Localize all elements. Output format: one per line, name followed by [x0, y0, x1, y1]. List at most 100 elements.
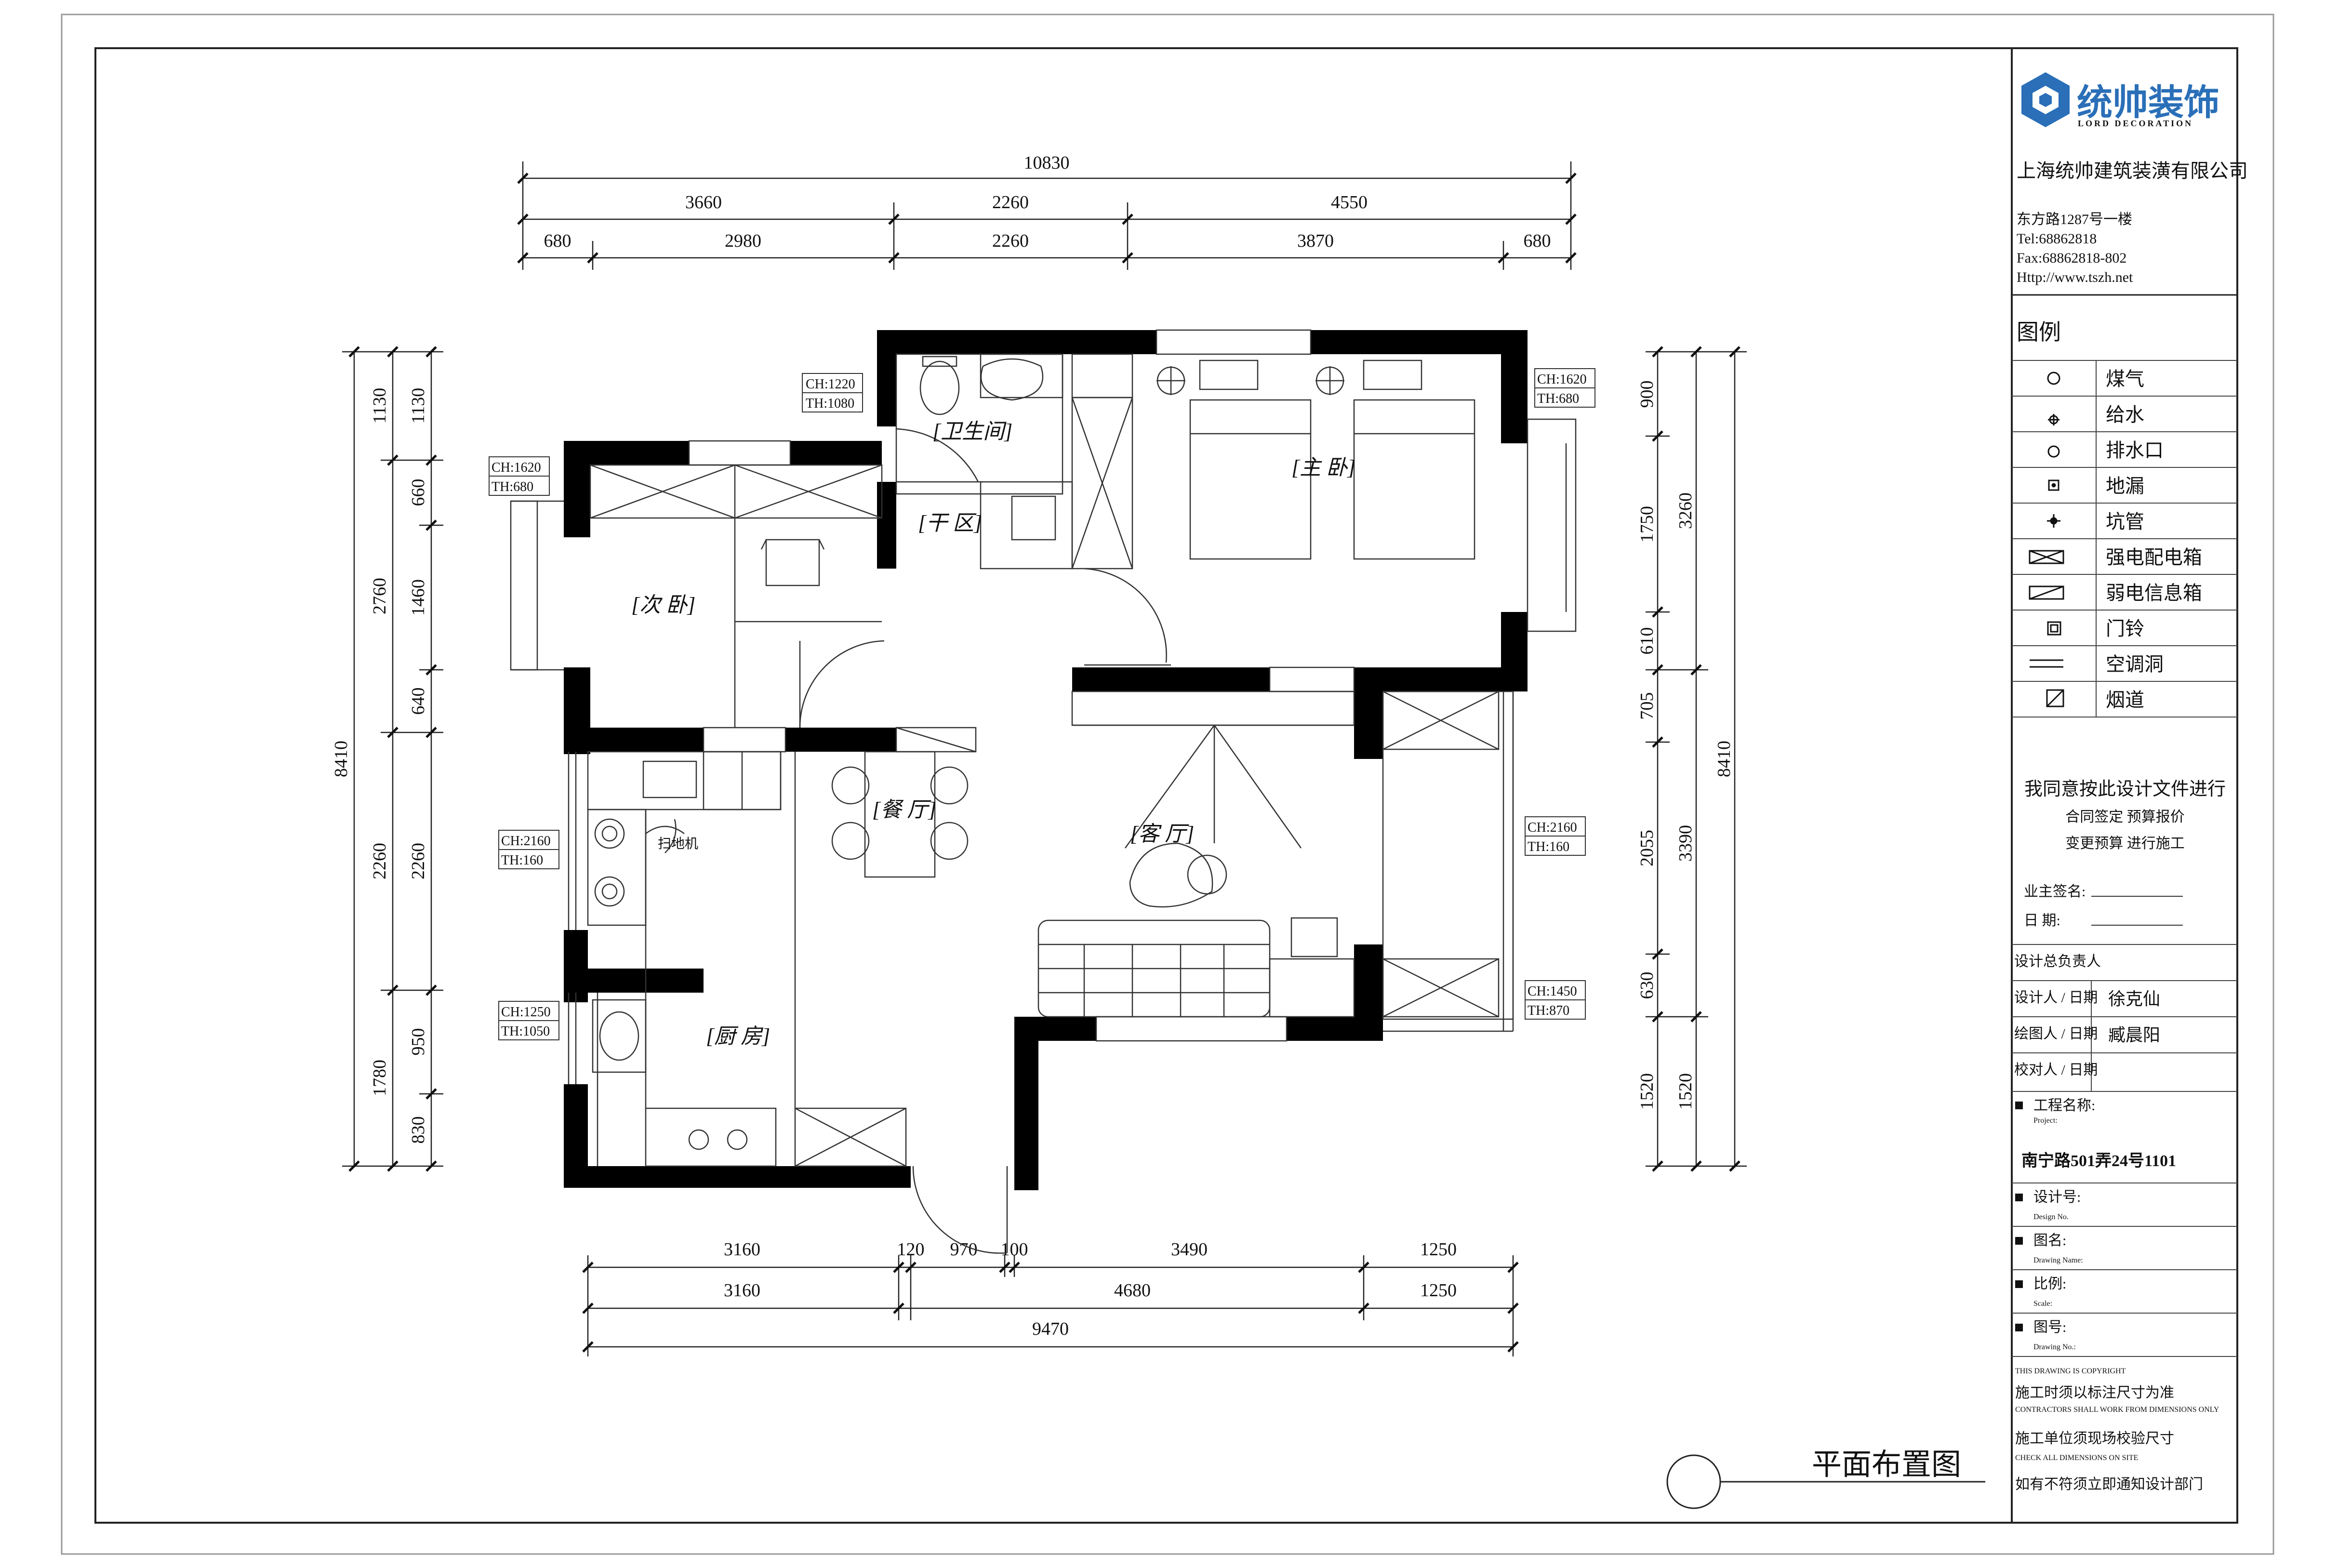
svg-text:CH:1450: CH:1450 [1528, 984, 1577, 999]
inner-frame [94, 47, 2238, 1524]
room-master-bedroom: [主 卧] [1291, 456, 1355, 479]
svg-text:8410: 8410 [331, 741, 351, 777]
drawing-title-circle [1666, 1454, 1721, 1509]
svg-text:4550: 4550 [1331, 192, 1368, 213]
owner-sign-label: 业主签名: [2024, 884, 2086, 900]
company-address: 东方路1287号一楼 [2017, 212, 2132, 227]
svg-text:TH:160: TH:160 [501, 853, 543, 868]
svg-text:空调洞: 空调洞 [2106, 653, 2164, 675]
agreement-line3: 变更预算 进行施工 [2065, 836, 2185, 851]
outer-frame [61, 13, 2274, 1555]
svg-text:坑管: 坑管 [2106, 511, 2144, 532]
svg-text:施工时须以标注尺寸为准: 施工时须以标注尺寸为准 [2015, 1385, 2174, 1401]
svg-text:比例:: 比例: [2033, 1276, 2066, 1292]
window-tag-bathroom: CH:1220 TH:1080 [802, 373, 863, 412]
svg-text:4680: 4680 [1114, 1280, 1151, 1301]
svg-text:1130: 1130 [408, 388, 428, 424]
toilet [919, 360, 960, 415]
svg-text:2260: 2260 [370, 843, 390, 879]
window-master [1527, 418, 1577, 632]
svg-text:图名:: 图名: [2033, 1233, 2066, 1249]
svg-text:烟道: 烟道 [2106, 689, 2144, 711]
room-kitchen: [厨 房] [706, 1024, 770, 1048]
svg-text:2760: 2760 [370, 578, 390, 614]
svg-text:2260: 2260 [992, 192, 1029, 213]
dimension-ticks [348, 173, 1740, 1353]
window-tag-living: CH:2160 TH:160 [1525, 816, 1586, 856]
svg-text:CH:1220: CH:1220 [806, 377, 855, 392]
svg-text:660: 660 [408, 479, 428, 506]
svg-text:3160: 3160 [724, 1239, 760, 1260]
svg-text:给水: 给水 [2106, 404, 2144, 425]
drain-outlet-icon [2047, 445, 2060, 458]
construction-notes: THIS DRAWING IS COPYRIGHT 施工时须以标注尺寸为准 CO… [2015, 1367, 2219, 1492]
svg-text:640: 640 [408, 688, 428, 715]
svg-text:3660: 3660 [685, 192, 722, 213]
svg-text:Scale:: Scale: [2033, 1300, 2052, 1308]
svg-text:施工单位须现场校验尺寸: 施工单位须现场校验尺寸 [2015, 1431, 2174, 1447]
svg-text:TH:680: TH:680 [1537, 391, 1579, 406]
svg-text:830: 830 [408, 1116, 428, 1144]
power-box-icon [2029, 550, 2064, 564]
window-tags: CH:1220 TH:1080 CH:1620 TH:680 CH:1620 T… [489, 368, 1595, 1040]
project-bullet [2015, 1102, 2023, 1109]
project-label-en: Project: [2033, 1116, 2058, 1125]
window-tag-kitchen-lower: CH:1250 TH:1050 [498, 1001, 559, 1040]
svg-text:Design No.: Design No. [2033, 1213, 2069, 1221]
svg-text:CH:1250: CH:1250 [501, 1005, 551, 1020]
window-bedroom2 [510, 500, 538, 671]
svg-text:THIS DRAWING IS COPYRIGHT: THIS DRAWING IS COPYRIGHT [2015, 1367, 2126, 1375]
svg-text:TH:160: TH:160 [1528, 839, 1569, 854]
svg-text:地漏: 地漏 [2106, 475, 2144, 497]
label-robot-vacuum: 扫地机 [658, 836, 698, 851]
window-tag-bedroom2: CH:1620 TH:680 [489, 456, 550, 496]
agreement-line1: 我同意按此设计文件进行 [2024, 779, 2226, 799]
sheet-fields: 设计号: Design No. 图名: Drawing Name: 比例: Sc… [2015, 1189, 2083, 1351]
svg-text:Drawing Name:: Drawing Name: [2033, 1256, 2083, 1264]
credit-label-0: 设计总负责人 [2014, 954, 2101, 970]
svg-text:门铃: 门铃 [2106, 618, 2144, 639]
logo-name: 统帅装饰 [2077, 83, 2219, 123]
svg-text:1250: 1250 [1420, 1280, 1457, 1301]
svg-text:CH:2160: CH:2160 [1528, 820, 1577, 835]
gas-icon [2047, 372, 2060, 385]
ac-hole-icon [2030, 659, 2063, 668]
svg-text:3160: 3160 [724, 1280, 760, 1301]
svg-text:950: 950 [408, 1028, 428, 1056]
credit-label-3: 校对人 / 日期 [2014, 1062, 2098, 1078]
agreement-line2: 合同签定 预算报价 [2065, 809, 2185, 825]
project-label: 工程名称: [2033, 1098, 2095, 1114]
svg-text:如有不符须立即通知设计部门: 如有不符须立即通知设计部门 [2015, 1476, 2203, 1492]
svg-text:630: 630 [1637, 972, 1657, 999]
svg-text:1460: 1460 [408, 579, 428, 616]
room-living: [客 厅] [1130, 822, 1194, 846]
svg-text:1750: 1750 [1637, 506, 1657, 543]
svg-text:3870: 3870 [1297, 231, 1334, 251]
window-tag-balcony: CH:1450 TH:870 [1525, 980, 1586, 1020]
credit-label-1: 设计人 / 日期 [2014, 990, 2098, 1006]
svg-text:10830: 10830 [1024, 153, 1070, 173]
room-dry-area: [干 区] [918, 511, 982, 535]
room-dining: [餐 厅] [872, 798, 936, 822]
svg-text:2055: 2055 [1637, 830, 1657, 866]
company-web: Http://www.tszh.net [2017, 269, 2133, 285]
svg-text:TH:870: TH:870 [1528, 1003, 1569, 1018]
dimension-labels: 10830 3660 2260 4550 680 2980 2260 3870 … [331, 153, 1734, 1339]
water-supply-icon [2048, 414, 2059, 425]
svg-text:1130: 1130 [370, 388, 390, 424]
svg-text:弱电信息箱: 弱电信息箱 [2106, 582, 2202, 604]
room-bathroom: [卫生间] [932, 420, 1012, 443]
svg-text:1520: 1520 [1637, 1073, 1657, 1110]
svg-text:CH:1620: CH:1620 [1537, 372, 1587, 387]
svg-text:2260: 2260 [992, 231, 1029, 251]
legend-table [2012, 360, 2237, 718]
interior-lines [510, 329, 1577, 1254]
legend-title: 图例 [2017, 320, 2061, 345]
credit-label-2: 绘图人 / 日期 [2014, 1026, 2098, 1042]
toilet-pipe-icon [2047, 514, 2060, 528]
date-label: 日 期: [2024, 913, 2060, 929]
legend-labels: 煤气 给水 排水口 地漏 坑管 强电配电箱 弱电信息箱 门铃 空调洞 烟道 [2106, 368, 2202, 711]
room-second-bedroom: [次 卧] [631, 593, 695, 617]
svg-text:TH:1080: TH:1080 [806, 396, 854, 411]
room-labels: [卫生间] [干 区] [主 卧] [次 卧] [餐 厅] [客 厅] [厨 房… [631, 420, 1355, 1048]
